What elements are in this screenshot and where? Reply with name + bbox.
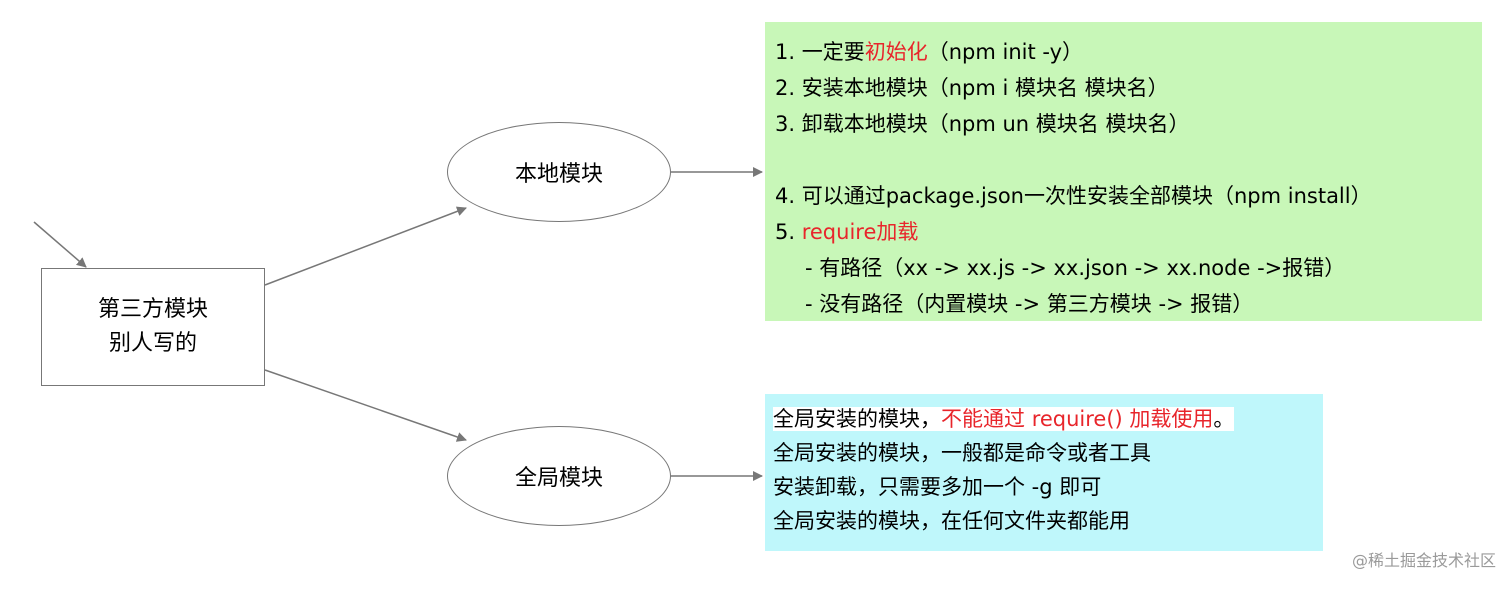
node-subtitle: 别人写的 [108,331,197,356]
arrow-root-to-local [264,206,467,286]
note-highlight: require() [1031,407,1123,431]
note-line-2: 2. 安装本地模块（npm i 模块名 模块名） [775,76,1169,100]
local-module-notes: 1. 一定要初始化（npm init -y） 2. 安装本地模块（npm i 模… [765,22,1482,321]
global-module-label: 全局模块 [514,466,603,491]
note-line-3: 3. 卸载本地模块（npm un 模块名 模块名） [775,112,1190,136]
note-line-1: 1. 一定要初始化（npm init -y） [775,34,1482,70]
third-party-module-node: 第三方模块 别人写的 [41,268,265,386]
global-note-line-2: 全局安装的模块，一般都是命令或者工具 [773,441,1151,465]
global-note-line-1: 全局安装的模块，不能通过 require() 加载使用。 [773,402,1323,436]
note-spacer [775,142,1482,178]
note-highlight: 加载使用 [1122,407,1214,431]
note-text: 5. [775,220,802,244]
node-title: 第三方模块 [97,297,208,322]
note-line-6: - 有路径（xx -> xx.js -> xx.json -> xx.node … [805,256,1346,280]
incoming-arrow [33,221,87,268]
note-text: 1. 一定要 [775,40,865,64]
note-highlight: 不能通过 [941,407,1032,431]
watermark: @稀土掘金技术社区 [1351,551,1496,570]
local-module-node: 本地模块 [447,122,671,222]
note-highlight: require加载 [801,220,919,244]
note-line-5: 5. require加载 [775,214,1482,250]
note-text: 全局安装的模块， [773,407,941,431]
local-module-label: 本地模块 [514,162,603,187]
note-line-4: 4. 可以通过package.json一次性安装全部模块（npm install… [775,184,1372,208]
global-module-notes: 全局安装的模块，不能通过 require() 加载使用。 全局安装的模块，一般都… [765,394,1323,551]
note-text: （npm init -y） [927,40,1084,64]
note-text: 。 [1213,407,1235,431]
global-module-node: 全局模块 [447,426,671,526]
note-highlight: 初始化 [864,40,928,64]
note-line-7: - 没有路径（内置模块 -> 第三方模块 -> 报错） [805,292,1254,316]
arrow-root-to-global [264,369,467,442]
global-note-line-3: 安装卸载，只需要多加一个 -g 即可 [773,475,1102,499]
global-note-line-4: 全局安装的模块，在任何文件夹都能用 [773,509,1130,533]
